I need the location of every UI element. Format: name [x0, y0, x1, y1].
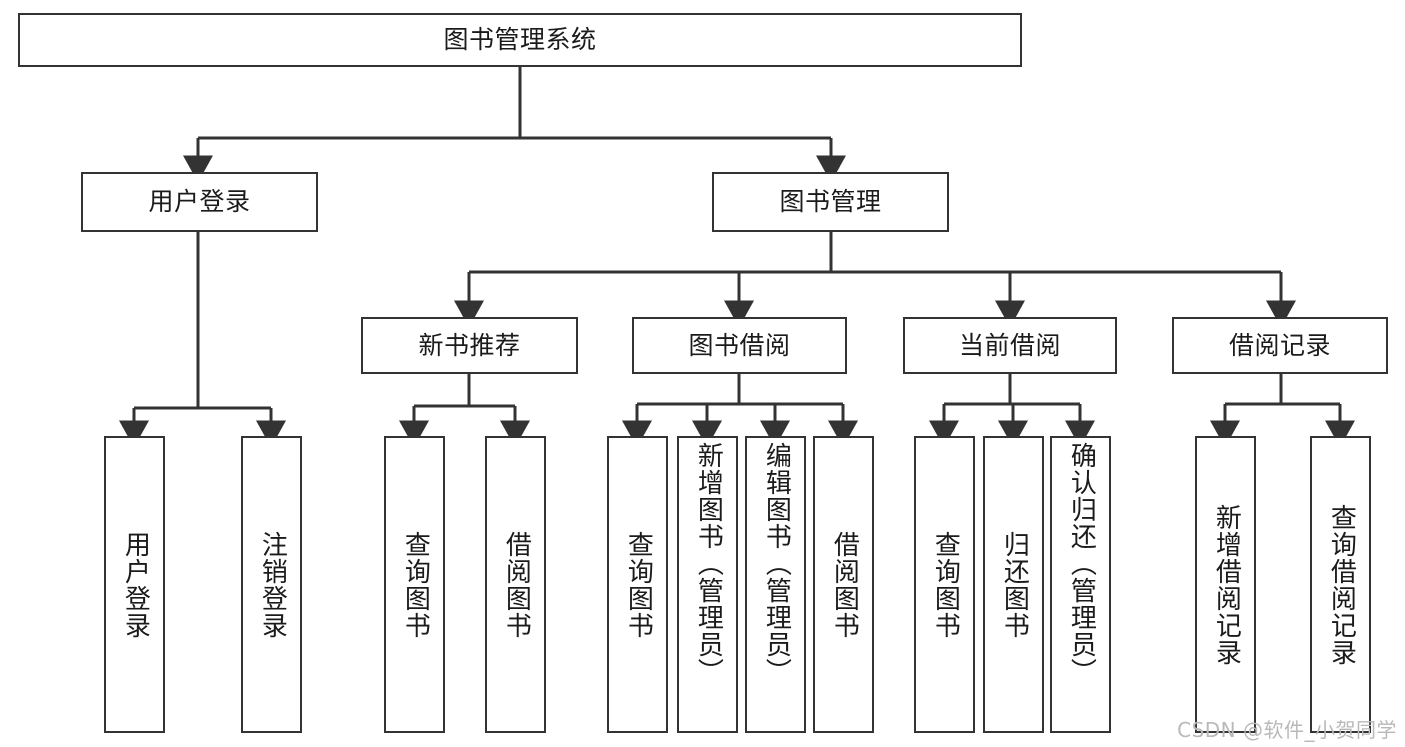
leaf-query-borrow-record[interactable]: 查询借阅记录 — [1310, 436, 1371, 733]
node-current-borrow[interactable]: 当前借阅 — [903, 317, 1117, 374]
leaf-query-book-1[interactable]: 查询图书 — [384, 436, 445, 733]
node-label: 借阅图书 — [829, 530, 860, 639]
node-label: 归还图书 — [999, 530, 1030, 639]
node-book-manage[interactable]: 图书管理 — [712, 172, 949, 232]
node-label: 编辑图书（管理员） — [761, 442, 792, 685]
node-label: 图书管理系统 — [443, 25, 597, 55]
leaf-logout[interactable]: 注销登录 — [241, 436, 302, 733]
node-label: 查询借阅记录 — [1326, 503, 1357, 666]
node-label: 用户登录 — [120, 530, 151, 639]
leaf-borrow-book-2[interactable]: 借阅图书 — [813, 436, 874, 733]
node-label: 用户登录 — [148, 187, 251, 217]
leaf-add-book[interactable]: 新增图书（管理员） — [677, 436, 738, 733]
leaf-borrow-book-1[interactable]: 借阅图书 — [485, 436, 546, 733]
leaf-user-login[interactable]: 用户登录 — [104, 436, 165, 733]
node-user-login[interactable]: 用户登录 — [81, 172, 318, 232]
node-label: 查询图书 — [623, 530, 654, 639]
node-new-book-recommend[interactable]: 新书推荐 — [361, 317, 578, 374]
leaf-confirm-return[interactable]: 确认归还（管理员） — [1050, 436, 1111, 733]
leaf-query-book-2[interactable]: 查询图书 — [607, 436, 668, 733]
node-label: 新书推荐 — [418, 330, 521, 360]
node-label: 查询图书 — [930, 530, 961, 639]
node-label: 确认归还（管理员） — [1066, 442, 1097, 685]
watermark-text: CSDN @软件_小贺同学 — [1177, 718, 1397, 742]
node-label: 图书借阅 — [688, 330, 791, 360]
leaf-query-book-3[interactable]: 查询图书 — [914, 436, 975, 733]
leaf-edit-book[interactable]: 编辑图书（管理员） — [745, 436, 806, 733]
leaf-add-borrow-record[interactable]: 新增借阅记录 — [1195, 436, 1256, 733]
node-label: 当前借阅 — [958, 330, 1061, 360]
node-book-borrow[interactable]: 图书借阅 — [632, 317, 847, 374]
node-borrow-record[interactable]: 借阅记录 — [1172, 317, 1388, 374]
node-label: 新增图书（管理员） — [693, 442, 724, 685]
node-label: 新增借阅记录 — [1211, 503, 1242, 666]
node-label: 注销登录 — [257, 530, 288, 639]
node-label: 借阅记录 — [1228, 330, 1331, 360]
leaf-return-book[interactable]: 归还图书 — [983, 436, 1044, 733]
node-label: 查询图书 — [400, 530, 431, 639]
node-label: 图书管理 — [779, 187, 882, 217]
node-label: 借阅图书 — [501, 530, 532, 639]
node-root-system[interactable]: 图书管理系统 — [18, 13, 1022, 67]
